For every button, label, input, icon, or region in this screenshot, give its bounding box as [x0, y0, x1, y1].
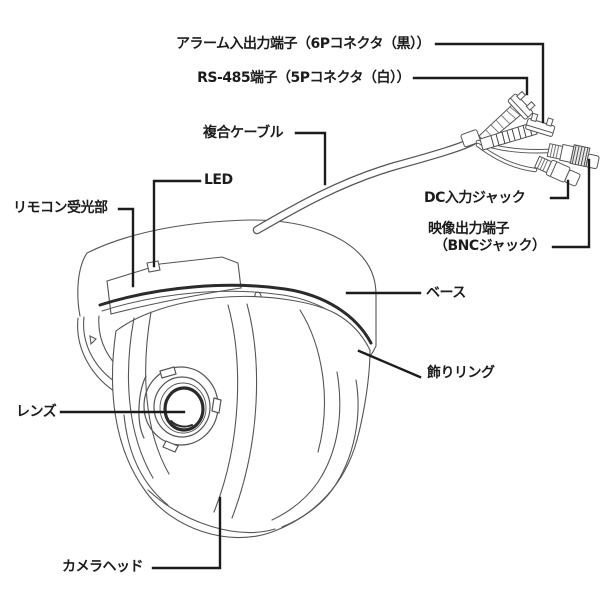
- composite-cable: [252, 129, 481, 235]
- lens-opening: [163, 386, 205, 432]
- leader-led: [152, 179, 202, 268]
- lens-hood-arc: [138, 375, 147, 439]
- connector-6p: [525, 112, 556, 137]
- alarm-ribbon: [479, 112, 556, 151]
- leader-remote-sensor: [117, 207, 135, 288]
- label-dc-input-jack: DC入力ジャック: [424, 190, 526, 206]
- label-camera-head: カメラヘッド: [62, 559, 144, 575]
- cable-junction: [460, 129, 481, 148]
- label-decorative-ring: 飾りリング: [427, 365, 495, 381]
- label-video-out-terminal: 映像出力端子: [428, 221, 510, 237]
- camera-head: [111, 295, 371, 539]
- leader-alarm-io: [434, 42, 545, 124]
- label-rs485-terminal: RS-485端子（5Pコネクタ（白））: [197, 70, 410, 86]
- label-led: LED: [204, 172, 233, 188]
- leader-decorative-ring: [357, 349, 422, 379]
- rs485-ribbon: [478, 90, 536, 145]
- leader-video-out: [551, 158, 591, 249]
- label-video-out-bnc: （BNCジャック）: [434, 238, 546, 254]
- label-remote-sensor: リモコン受光部: [13, 200, 108, 216]
- leader-composite-cable: [294, 131, 327, 186]
- ring-triangle-mark: [89, 335, 97, 346]
- label-base: ベース: [426, 285, 466, 301]
- bnc-connector: [546, 143, 600, 170]
- lens: [138, 366, 222, 453]
- label-alarm-io-terminal: アラーム入出力端子（6Pコネクタ（黒））: [175, 36, 431, 52]
- leader-dc-jack: [549, 179, 570, 200]
- label-composite-cable: 複合ケーブル: [203, 125, 284, 141]
- label-lens: レンズ: [16, 404, 57, 420]
- leader-rs485: [412, 76, 529, 96]
- connector-5p: [507, 90, 536, 120]
- leader-camera-head: [151, 496, 222, 570]
